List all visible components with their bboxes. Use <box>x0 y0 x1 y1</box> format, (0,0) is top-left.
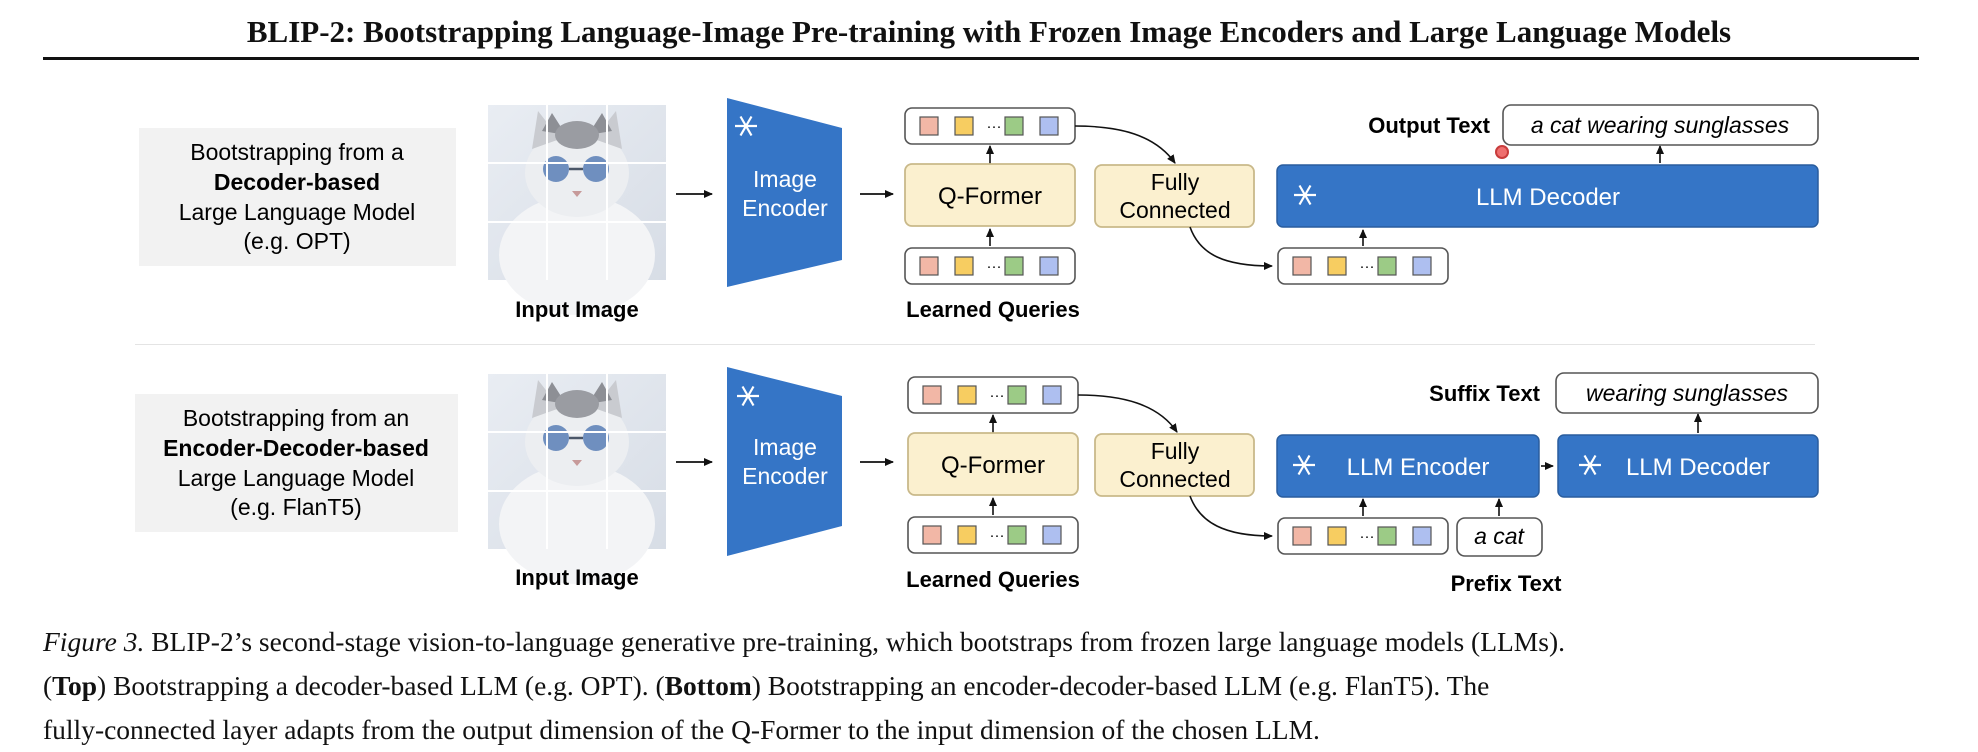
bottom-fc-line1: Fully <box>1151 438 1200 464</box>
top-token-dots-1: ··· <box>987 118 1002 135</box>
top-side-label-line3: Large Language Model <box>179 199 416 225</box>
bottom-learned-queries-label: Learned Queries <box>906 567 1080 592</box>
section-divider <box>135 344 1815 345</box>
caption-figure-label: Figure 3. <box>43 626 145 657</box>
top-llm-decoder-label: LLM Decoder <box>1476 184 1620 211</box>
bottom-input-image <box>486 372 668 586</box>
top-side-label-line2: Decoder-based <box>214 169 380 195</box>
top-side-label-box <box>139 128 456 266</box>
bottom-image-encoder-line2: Encoder <box>742 463 828 489</box>
top-side-label-line1: Bootstrapping from a <box>190 139 404 165</box>
bottom-side-label-line2: Encoder-Decoder-based <box>163 435 429 461</box>
bottom-prefix-text-box <box>1456 517 1543 557</box>
bottom-image-encoder <box>727 367 842 556</box>
bottom-suffix-text-box <box>1555 372 1819 414</box>
top-token-dots-3: ··· <box>1360 258 1375 275</box>
bottom-side-label-line3: Large Language Model <box>178 465 415 491</box>
bottom-side-label-box <box>135 394 458 532</box>
bottom-side-label-line1: Bootstrapping from an <box>183 405 409 431</box>
bottom-input-image-label: Input Image <box>515 565 638 590</box>
top-output-text: a cat wearing sunglasses <box>1531 112 1790 138</box>
bottom-fc-line2: Connected <box>1119 466 1230 492</box>
bottom-qformer-label: Q-Former <box>941 452 1045 479</box>
bottom-llm-encoder <box>1276 434 1540 498</box>
bottom-arrow-fc-to-llm-tokens <box>1189 495 1273 540</box>
caption-line1-text: BLIP-2’s second-stage vision-to-language… <box>144 626 1565 657</box>
caption-line-3: fully-connected layer adapts from the ou… <box>43 714 1320 745</box>
top-qformer-label: Q-Former <box>938 183 1042 210</box>
title-rule <box>43 57 1919 60</box>
top-token-dots-2: ··· <box>987 258 1002 275</box>
caption-paren-open: ( <box>43 670 53 701</box>
bottom-prefix-text-label: Prefix Text <box>1451 571 1563 596</box>
top-input-image <box>486 103 668 317</box>
caption-line-2: (Top) Bootstrapping a decoder-based LLM … <box>43 664 1938 708</box>
bottom-arrow-tokens-to-fc <box>1077 394 1178 433</box>
top-arrow-fc-to-llm-tokens <box>1189 226 1273 270</box>
top-output-text-label: Output Text <box>1368 113 1490 138</box>
top-output-text-box <box>1502 104 1819 146</box>
page-title: BLIP-2: Bootstrapping Language-Image Pre… <box>246 14 1732 49</box>
bottom-image-encoder-line1: Image <box>753 434 817 460</box>
top-learned-queries-label: Learned Queries <box>906 297 1080 322</box>
bottom-token-dots-3: ··· <box>1360 528 1375 545</box>
top-image-encoder <box>727 98 842 287</box>
top-fc-line2: Connected <box>1119 197 1230 223</box>
bottom-side-label-line4: (e.g. FlanT5) <box>230 494 362 520</box>
bottom-qformer <box>907 432 1079 496</box>
top-input-image-label: Input Image <box>515 297 638 322</box>
bottom-llm-decoder-label: LLM Decoder <box>1626 454 1770 481</box>
caption-line2-part3: ) Bootstrapping an encoder-decoder-based… <box>751 670 1490 701</box>
bottom-token-dots-1: ··· <box>990 387 1005 404</box>
top-fc-line1: Fully <box>1151 169 1200 195</box>
bottom-token-dots-2: ··· <box>990 527 1005 544</box>
bottom-suffix-text: wearing sunglasses <box>1586 380 1789 406</box>
bottom-llm-encoder-label: LLM Encoder <box>1347 454 1490 481</box>
top-image-encoder-line2: Encoder <box>742 195 828 221</box>
bottom-llm-decoder <box>1557 434 1819 498</box>
cursor-dot-icon <box>1495 145 1509 159</box>
bottom-suffix-text-label: Suffix Text <box>1429 381 1541 406</box>
bottom-fully-connected <box>1094 433 1255 497</box>
top-llm-decoder <box>1276 164 1819 228</box>
top-fully-connected <box>1094 164 1255 228</box>
top-arrow-tokens-to-fc <box>1074 125 1176 164</box>
caption-top-bold: Top <box>52 670 98 701</box>
caption-line2-part2: ) Bootstrapping a decoder-based LLM (e.g… <box>97 670 665 701</box>
top-side-label-line4: (e.g. OPT) <box>243 228 350 254</box>
caption-line-1: Figure 3. BLIP-2’s second-stage vision-t… <box>43 620 1938 664</box>
bottom-prefix-text: a cat <box>1474 523 1525 549</box>
figure-caption: Figure 3. BLIP-2’s second-stage vision-t… <box>43 620 1938 752</box>
top-image-encoder-line1: Image <box>753 166 817 192</box>
caption-bottom-bold: Bottom <box>664 670 752 701</box>
top-qformer <box>904 163 1076 227</box>
